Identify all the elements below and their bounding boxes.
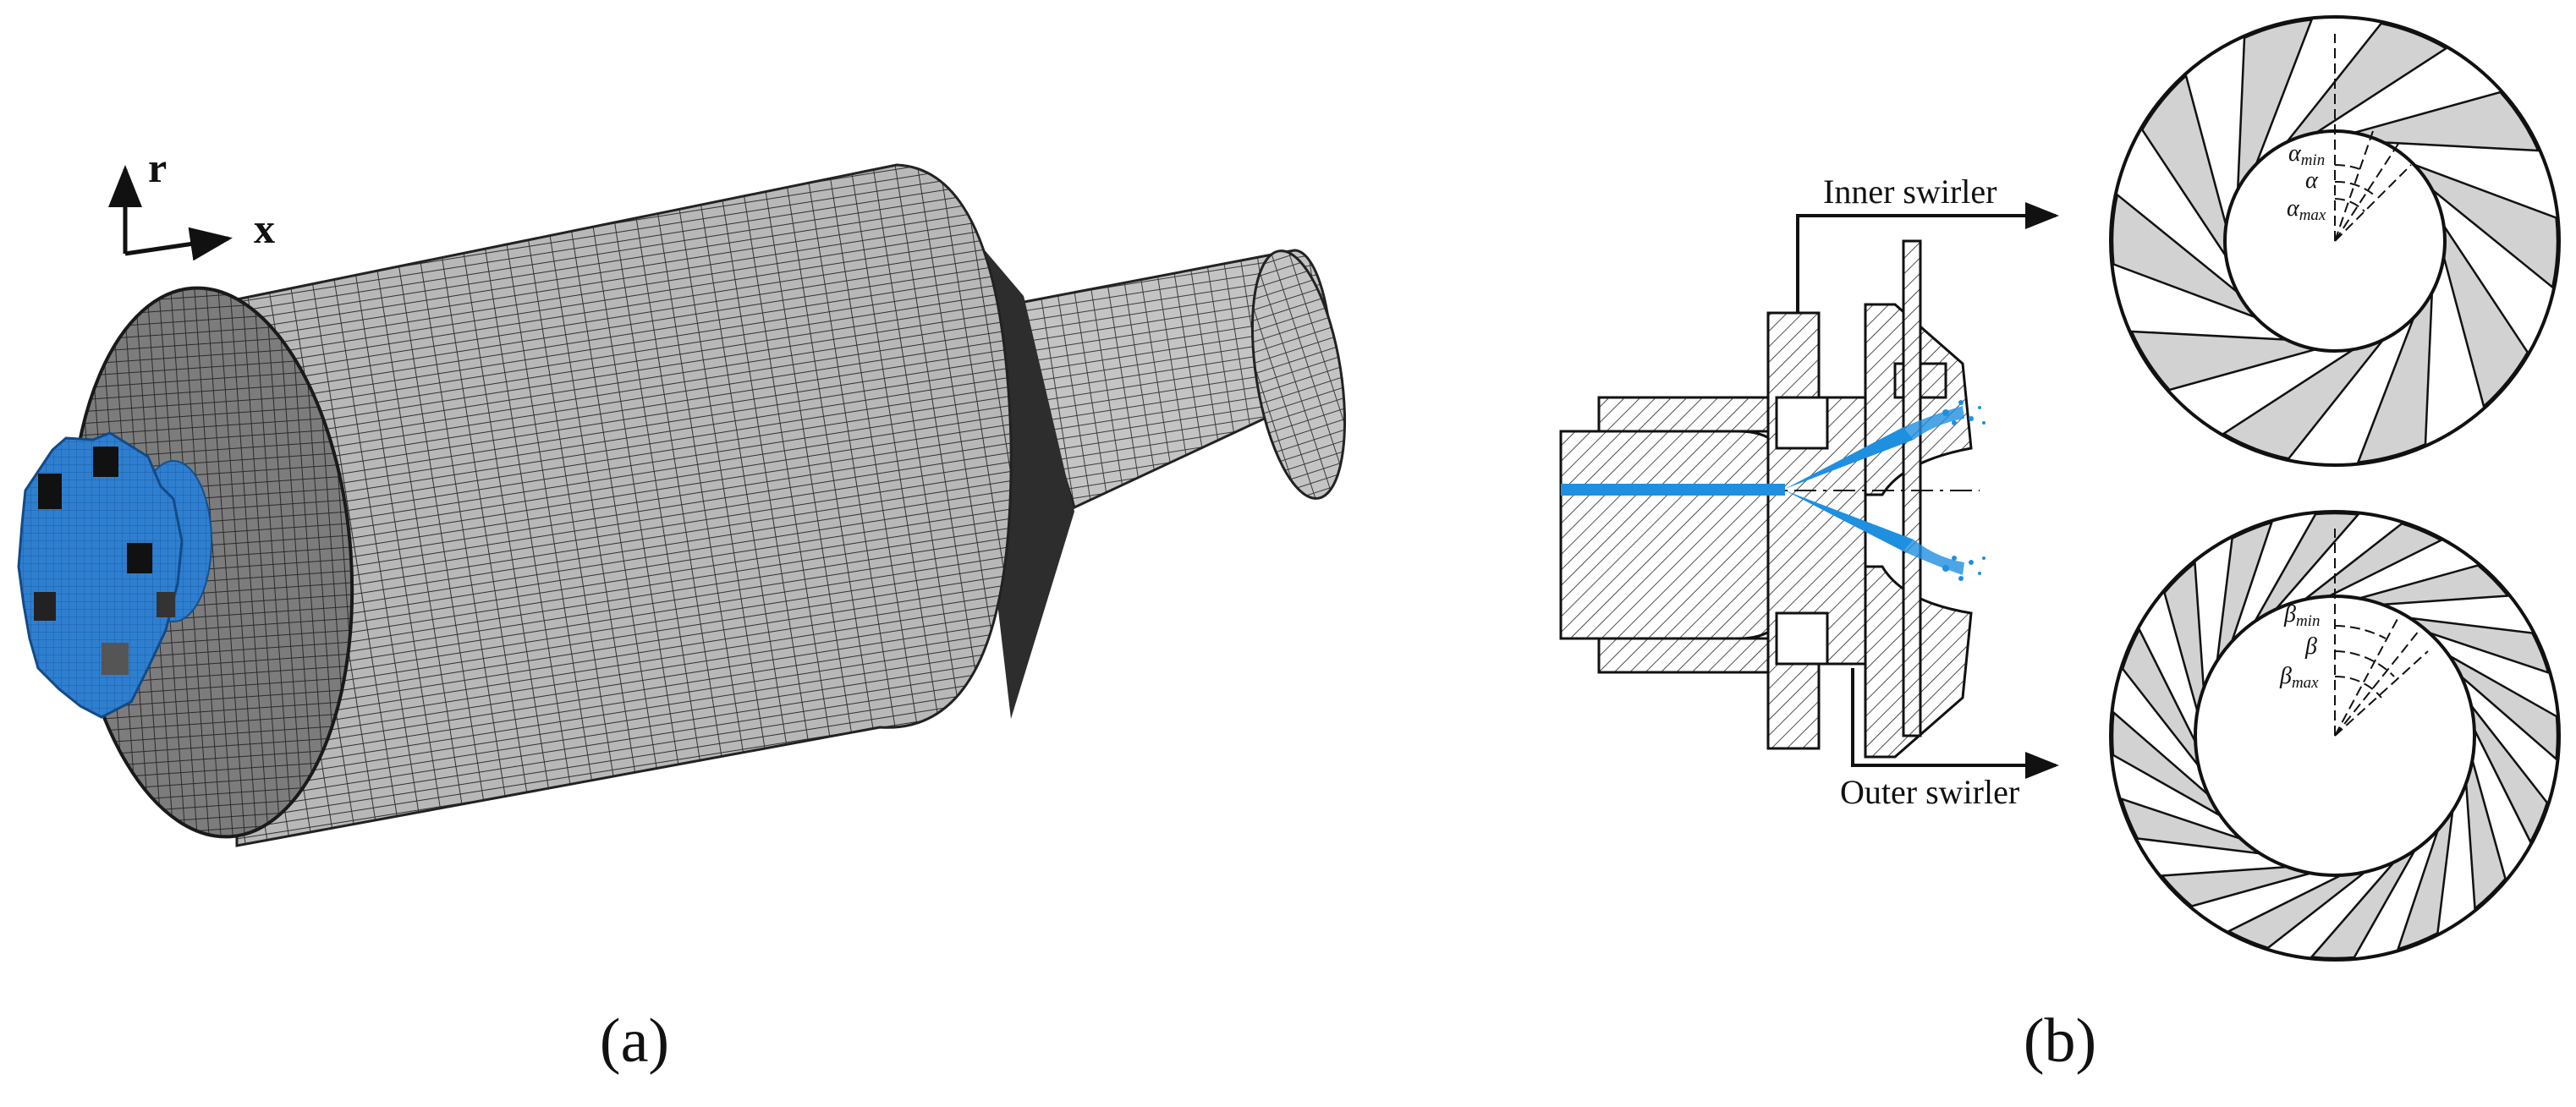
outer-swirler-disc: βmin β βmax — [2109, 510, 2561, 962]
leader-lines — [1796, 202, 2059, 779]
main-cylinder — [231, 163, 1013, 847]
axis-indicator: r x — [108, 144, 275, 261]
beta-label: β — [2304, 633, 2317, 660]
axis-x-label: x — [254, 205, 275, 252]
caption-b: (b) — [2024, 1006, 2096, 1076]
outer-swirler-label: Outer swirler — [1840, 773, 2019, 811]
injector-cross-section — [1559, 239, 1973, 759]
swirler-mesh — [17, 431, 212, 719]
fuel-spray — [1561, 400, 1986, 581]
beta-max-label: βmax — [2279, 663, 2319, 692]
caption-a: (a) — [600, 1006, 669, 1076]
alpha-min-label: αmin — [2288, 140, 2325, 169]
inner-swirler-label: Inner swirler — [1823, 173, 1997, 211]
inner-swirler-disc: αmin α αmax — [2109, 15, 2561, 467]
beta-min-label: βmin — [2283, 601, 2320, 630]
panel-a-mesh — [17, 163, 1347, 847]
alpha-max-label: αmax — [2287, 195, 2326, 224]
alpha-label: α — [2305, 167, 2319, 194]
axis-r-label: r — [148, 144, 167, 191]
